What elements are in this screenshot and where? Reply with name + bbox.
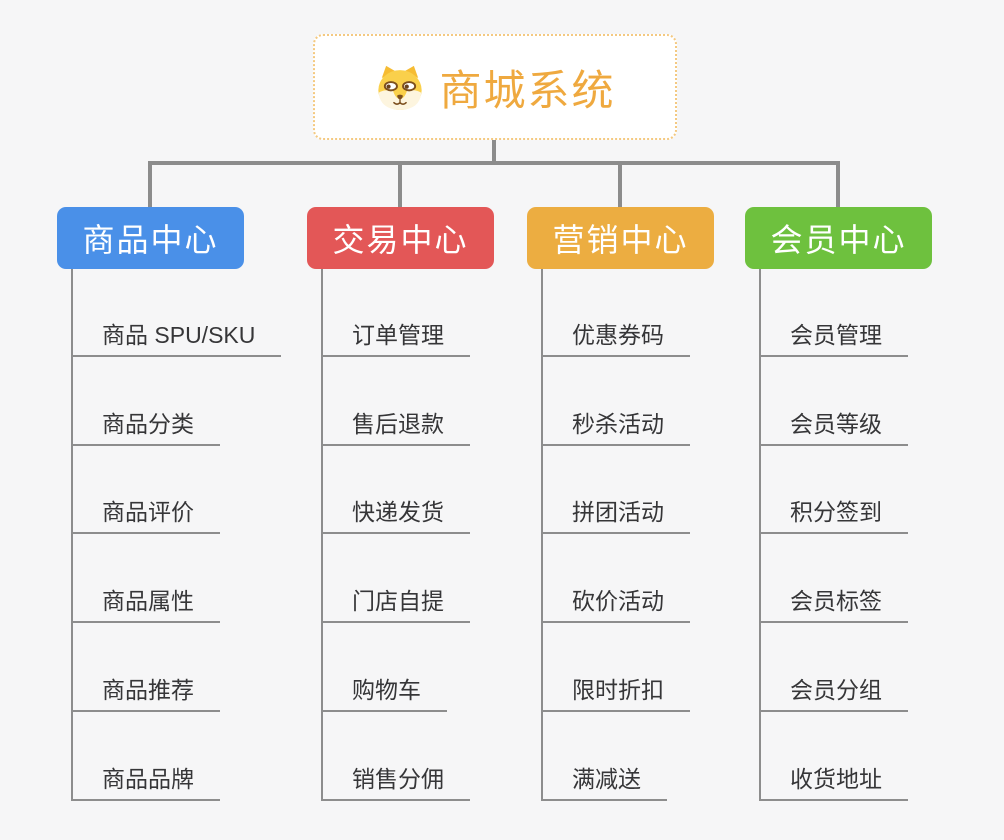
branch-item[interactable]: 砍价活动: [541, 586, 690, 623]
branch-header-marketing-center[interactable]: 营销中心: [527, 207, 714, 269]
branch-item[interactable]: 销售分佣: [321, 764, 470, 801]
branch-header-product-center[interactable]: 商品中心: [57, 207, 244, 269]
branch-item[interactable]: 秒杀活动: [541, 409, 690, 446]
branch-item[interactable]: 订单管理: [321, 320, 470, 357]
connector-horizontal-bar: [148, 161, 840, 165]
branch-item[interactable]: 收货地址: [759, 764, 908, 801]
branch-item[interactable]: 商品属性: [71, 586, 220, 623]
branch-member-center: 会员中心 会员管理 会员等级 积分签到 会员标签 会员分组 收货地址: [745, 207, 991, 827]
branch-item[interactable]: 会员等级: [759, 409, 908, 446]
branch-item[interactable]: 商品分类: [71, 409, 220, 446]
branch-line: [541, 269, 543, 801]
branch-item[interactable]: 限时折扣: [541, 675, 690, 712]
branch-item[interactable]: 积分签到: [759, 497, 908, 534]
connector-root-stem: [492, 140, 496, 162]
branch-line: [71, 269, 73, 801]
branch-item[interactable]: 商品 SPU/SKU: [71, 320, 282, 357]
branch-product-center: 商品中心 商品 SPU/SKU 商品分类 商品评价 商品属性 商品推荐 商品品牌: [57, 207, 303, 827]
branch-item[interactable]: 门店自提: [321, 586, 470, 623]
branch-item[interactable]: 商品推荐: [71, 675, 220, 712]
root-node[interactable]: 商城系统: [313, 34, 677, 140]
branch-item[interactable]: 拼团活动: [541, 497, 690, 534]
root-title: 商城系统: [439, 66, 616, 114]
branch-item[interactable]: 购物车: [321, 675, 447, 712]
connector-drop: [836, 164, 840, 207]
connector-drop: [398, 164, 402, 207]
branch-item[interactable]: 快递发货: [321, 497, 470, 534]
branch-header-trade-center[interactable]: 交易中心: [307, 207, 494, 269]
branch-marketing-center: 营销中心 优惠券码 秒杀活动 拼团活动 砍价活动 限时折扣 满减送: [527, 207, 773, 827]
branch-item[interactable]: 售后退款: [321, 409, 470, 446]
branch-item[interactable]: 商品品牌: [71, 764, 220, 801]
branch-item[interactable]: 会员标签: [759, 586, 908, 623]
branch-item[interactable]: 会员分组: [759, 675, 908, 712]
branch-item[interactable]: 商品评价: [71, 497, 220, 534]
branch-item[interactable]: 满减送: [541, 764, 667, 801]
connector-drop: [618, 164, 622, 207]
branch-item[interactable]: 会员管理: [759, 320, 908, 357]
branch-line: [759, 269, 761, 801]
branch-item[interactable]: 优惠券码: [541, 320, 690, 357]
connector-drop: [148, 164, 152, 207]
branch-header-member-center[interactable]: 会员中心: [745, 207, 932, 269]
branch-trade-center: 交易中心 订单管理 售后退款 快递发货 门店自提 购物车 销售分佣: [307, 207, 553, 827]
dog-face-icon: [378, 65, 423, 110]
branch-line: [321, 269, 323, 801]
